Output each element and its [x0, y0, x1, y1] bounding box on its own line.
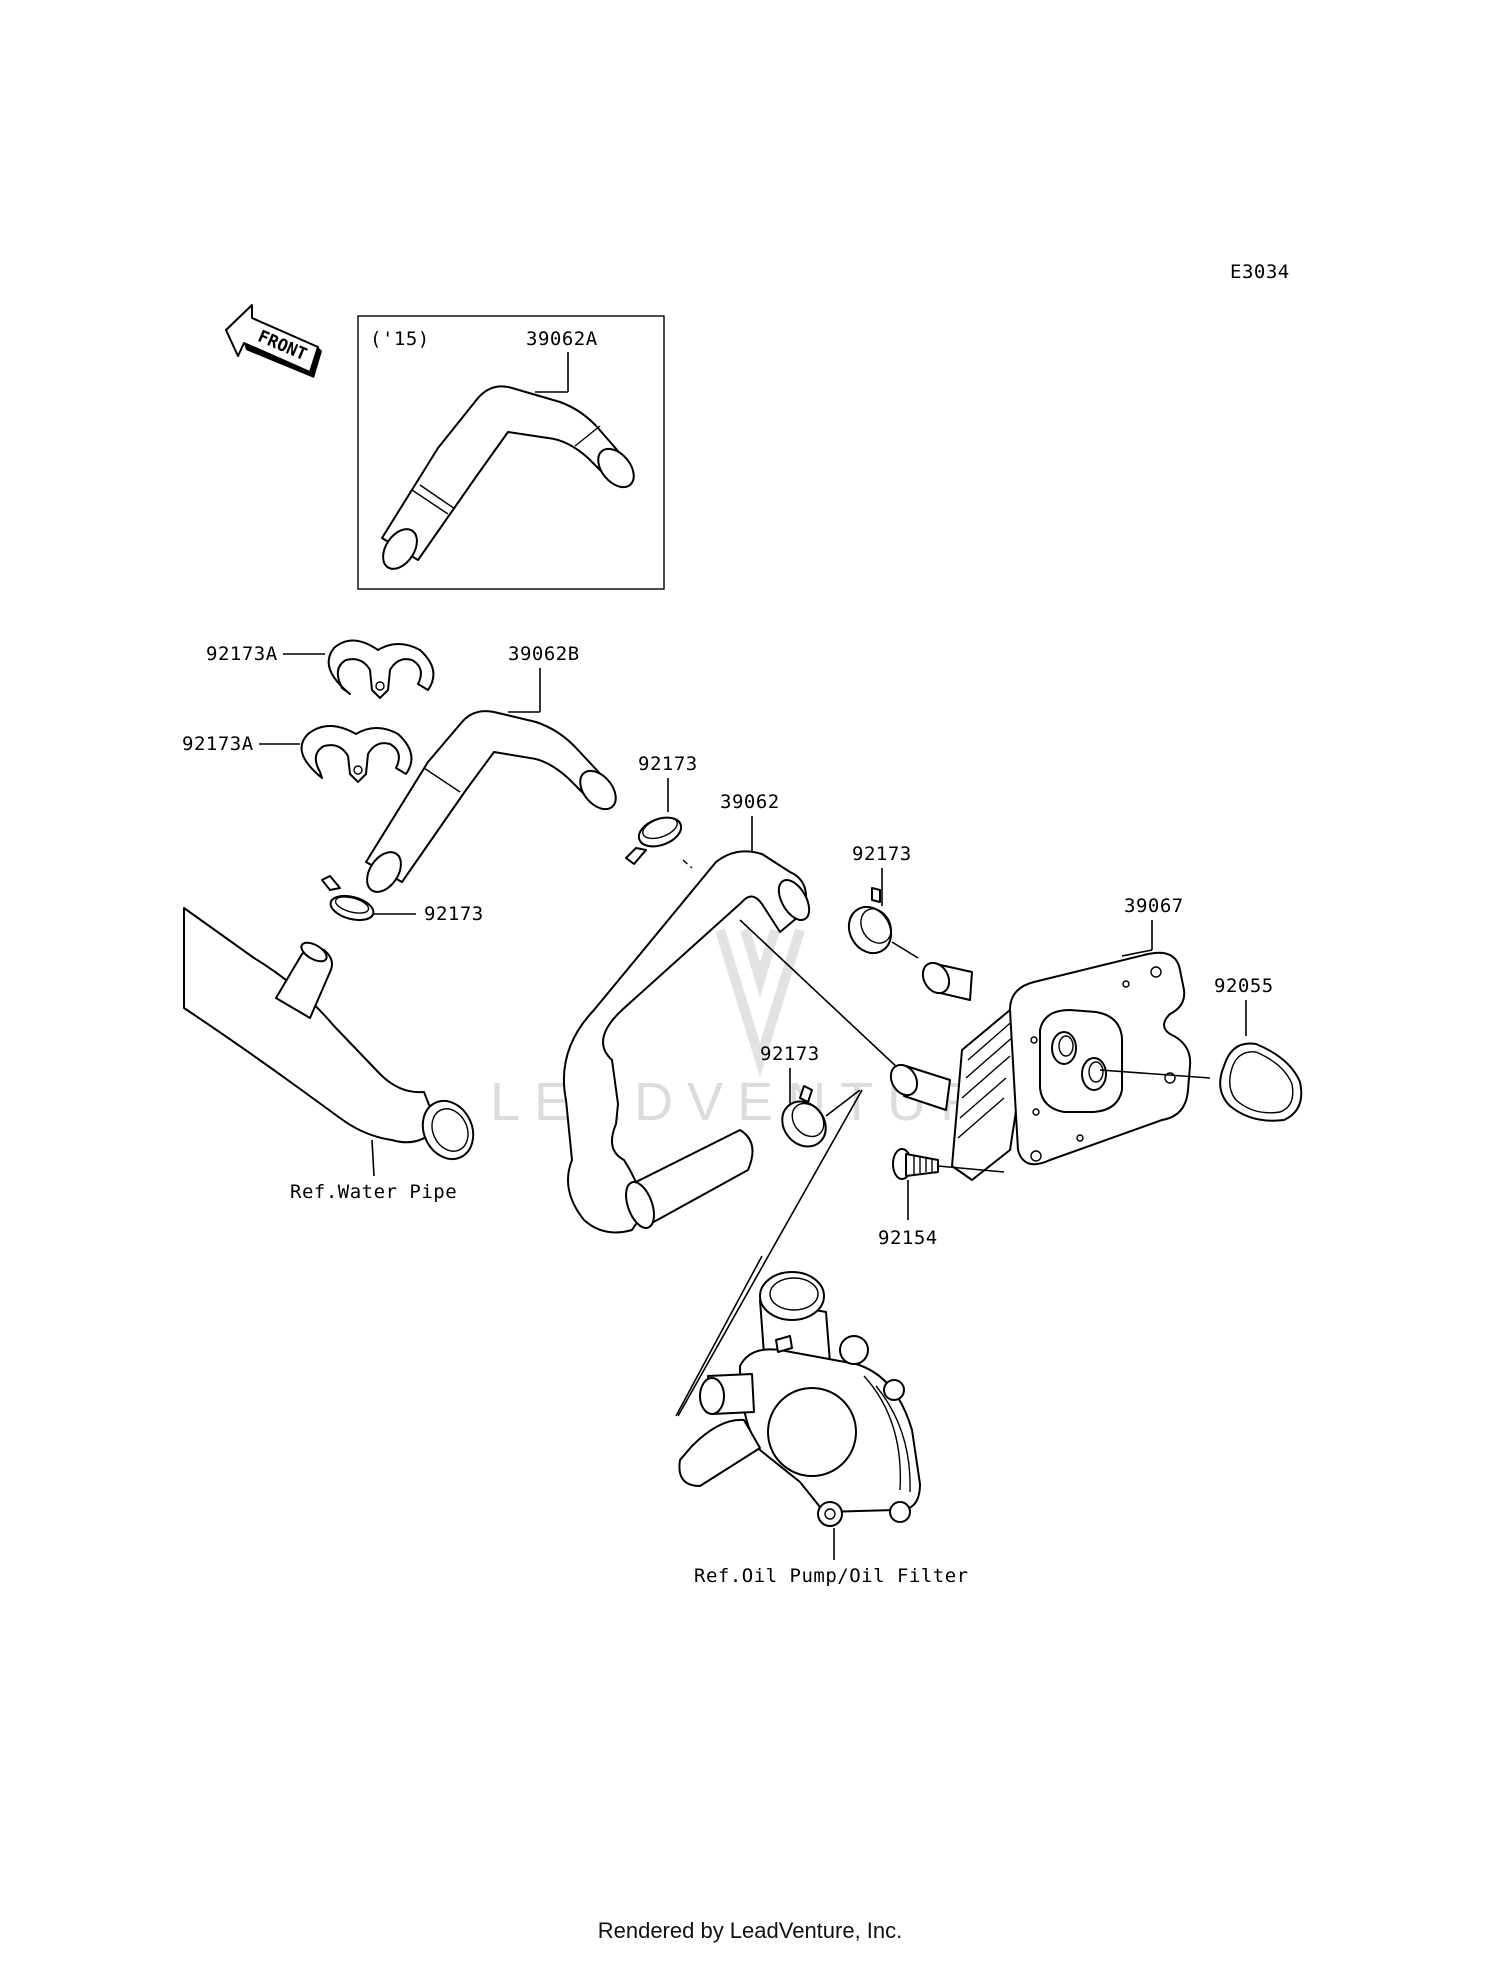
callout-92173a-bottom: 92173A	[182, 733, 254, 755]
clamp-92173-b	[847, 887, 893, 955]
water-pipe	[183, 907, 475, 1161]
callout-92173-left: 92173	[424, 903, 484, 925]
inset-note: ('15)	[370, 328, 430, 350]
hose-39062	[562, 850, 811, 1234]
hose-39062b	[365, 710, 617, 893]
watermark-logo	[715, 928, 805, 1078]
oil-pump	[678, 1271, 921, 1527]
callout-92055: 92055	[1214, 975, 1274, 997]
clamp-92173-left	[321, 875, 375, 922]
o-ring-92055	[1219, 1042, 1303, 1122]
callout-92173-c: 92173	[760, 1043, 820, 1065]
clamp-92173-c	[781, 1085, 827, 1148]
callout-92154: 92154	[878, 1227, 938, 1249]
callout-92173-b: 92173	[852, 843, 912, 865]
clamp-92173-a	[625, 816, 683, 865]
callout-92173-a: 92173	[638, 753, 698, 775]
inset-box	[357, 315, 665, 590]
hose-39062a	[381, 385, 635, 570]
callout-39062b: 39062B	[508, 643, 580, 665]
bolt-92154	[892, 1148, 939, 1180]
oil-cooler-39067	[889, 951, 1192, 1181]
diagram-code: E3034	[1230, 261, 1290, 283]
callout-92173a-top: 92173A	[206, 643, 278, 665]
clamp-92173a-top	[327, 639, 435, 699]
clamp-92173a-bottom	[300, 725, 413, 783]
ref-water-pipe: Ref.Water Pipe	[290, 1181, 457, 1203]
front-arrow-icon: FRONT	[225, 304, 322, 378]
footer-credit: Rendered by LeadVenture, Inc.	[597, 1918, 903, 1943]
callout-39062: 39062	[720, 791, 780, 813]
inset-part-label: 39062A	[526, 328, 598, 350]
ref-oil-pump: Ref.Oil Pump/Oil Filter	[694, 1565, 969, 1587]
callout-39067: 39067	[1124, 895, 1184, 917]
